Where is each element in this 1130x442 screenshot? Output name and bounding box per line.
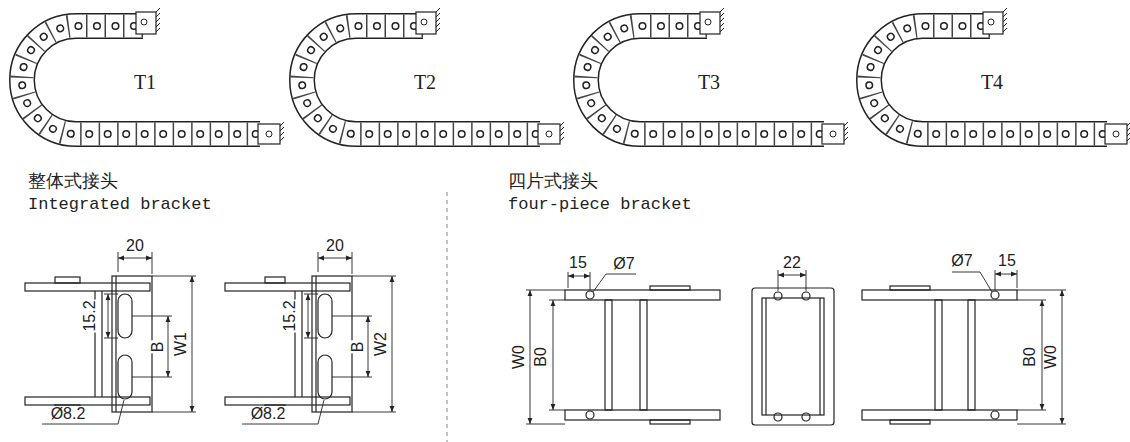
dimension-label: Ø8.2 [250, 406, 287, 422]
dimension-label: W0 [511, 344, 527, 370]
dimension-label: B [150, 341, 166, 354]
chain-label: T3 [698, 72, 720, 92]
dimension-label: Ø7 [612, 256, 635, 272]
dimension-label: 15.2 [282, 299, 298, 332]
dimension-label: B0 [533, 346, 549, 368]
section-heading: Integrated bracket [28, 196, 212, 213]
dimension-label: W2 [373, 331, 389, 357]
section-heading: 整体式接头 [28, 172, 118, 190]
dimension-label: 22 [782, 255, 802, 271]
section-heading: four-piece bracket [508, 196, 692, 213]
dimension-label: 15 [997, 253, 1017, 269]
dimension-label: 15 [568, 255, 588, 271]
dimension-label: W0 [1043, 344, 1059, 370]
dimension-label: W1 [173, 331, 189, 357]
dimension-label: 15.2 [82, 299, 98, 332]
chain-label: T4 [981, 72, 1003, 92]
dimension-label: Ø8.2 [50, 406, 87, 422]
dimension-label: Ø7 [950, 253, 973, 269]
dimension-label: B0 [1022, 346, 1038, 368]
chain-label: T2 [414, 72, 436, 92]
chain-label: T1 [134, 72, 156, 92]
dimension-label: 20 [325, 238, 345, 254]
dimension-label: B [350, 341, 366, 354]
section-heading: 四片式接头 [508, 172, 598, 190]
dimension-label: 20 [125, 238, 145, 254]
